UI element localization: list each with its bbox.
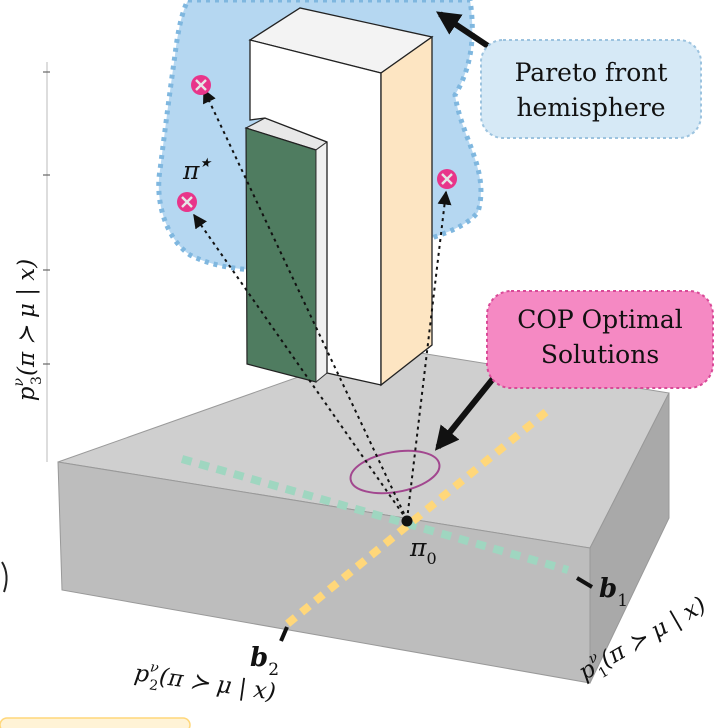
pareto-callout-line1: Pareto front [515, 58, 668, 87]
cop-callout-line1: COP Optimal [517, 305, 683, 334]
pi-star-label: π★ [182, 156, 212, 185]
b2-tick [279, 626, 289, 642]
pareto-arrow-icon [436, 11, 490, 49]
b1-tick [575, 576, 594, 589]
cop-callout-line2: Solutions [541, 340, 659, 369]
green-panel-front [245, 127, 317, 383]
pareto-callout-line2: hemisphere [516, 93, 665, 122]
cross-marker-icon [191, 75, 211, 95]
b2-label: b2 [250, 643, 279, 680]
pareto-callout-box [480, 39, 702, 139]
tower-side [380, 35, 433, 387]
pi-zero-label: π0 [409, 533, 437, 568]
ray-mid-left [193, 213, 408, 521]
bound-b1-line [180, 455, 570, 574]
cropped-fragment [1, 561, 8, 593]
bound-b2-line [283, 408, 549, 629]
b1-label: b1 [599, 574, 628, 611]
cross-marker-icon [437, 169, 457, 189]
svg-text:pν3(π ≻ μ | x): pν3(π ≻ μ | x) [11, 259, 45, 401]
cop-arrow-icon [434, 368, 503, 451]
green-panel-side [315, 141, 328, 384]
ray-right [406, 190, 452, 521]
cop-callout-box [486, 290, 714, 389]
cross-marker-icon [177, 192, 197, 212]
cop-solutions-ellipse [349, 449, 441, 495]
ray-top-left [203, 88, 408, 521]
cropped-fragment [0, 717, 191, 728]
slab-right-face [589, 392, 670, 684]
origin-point [401, 515, 413, 527]
